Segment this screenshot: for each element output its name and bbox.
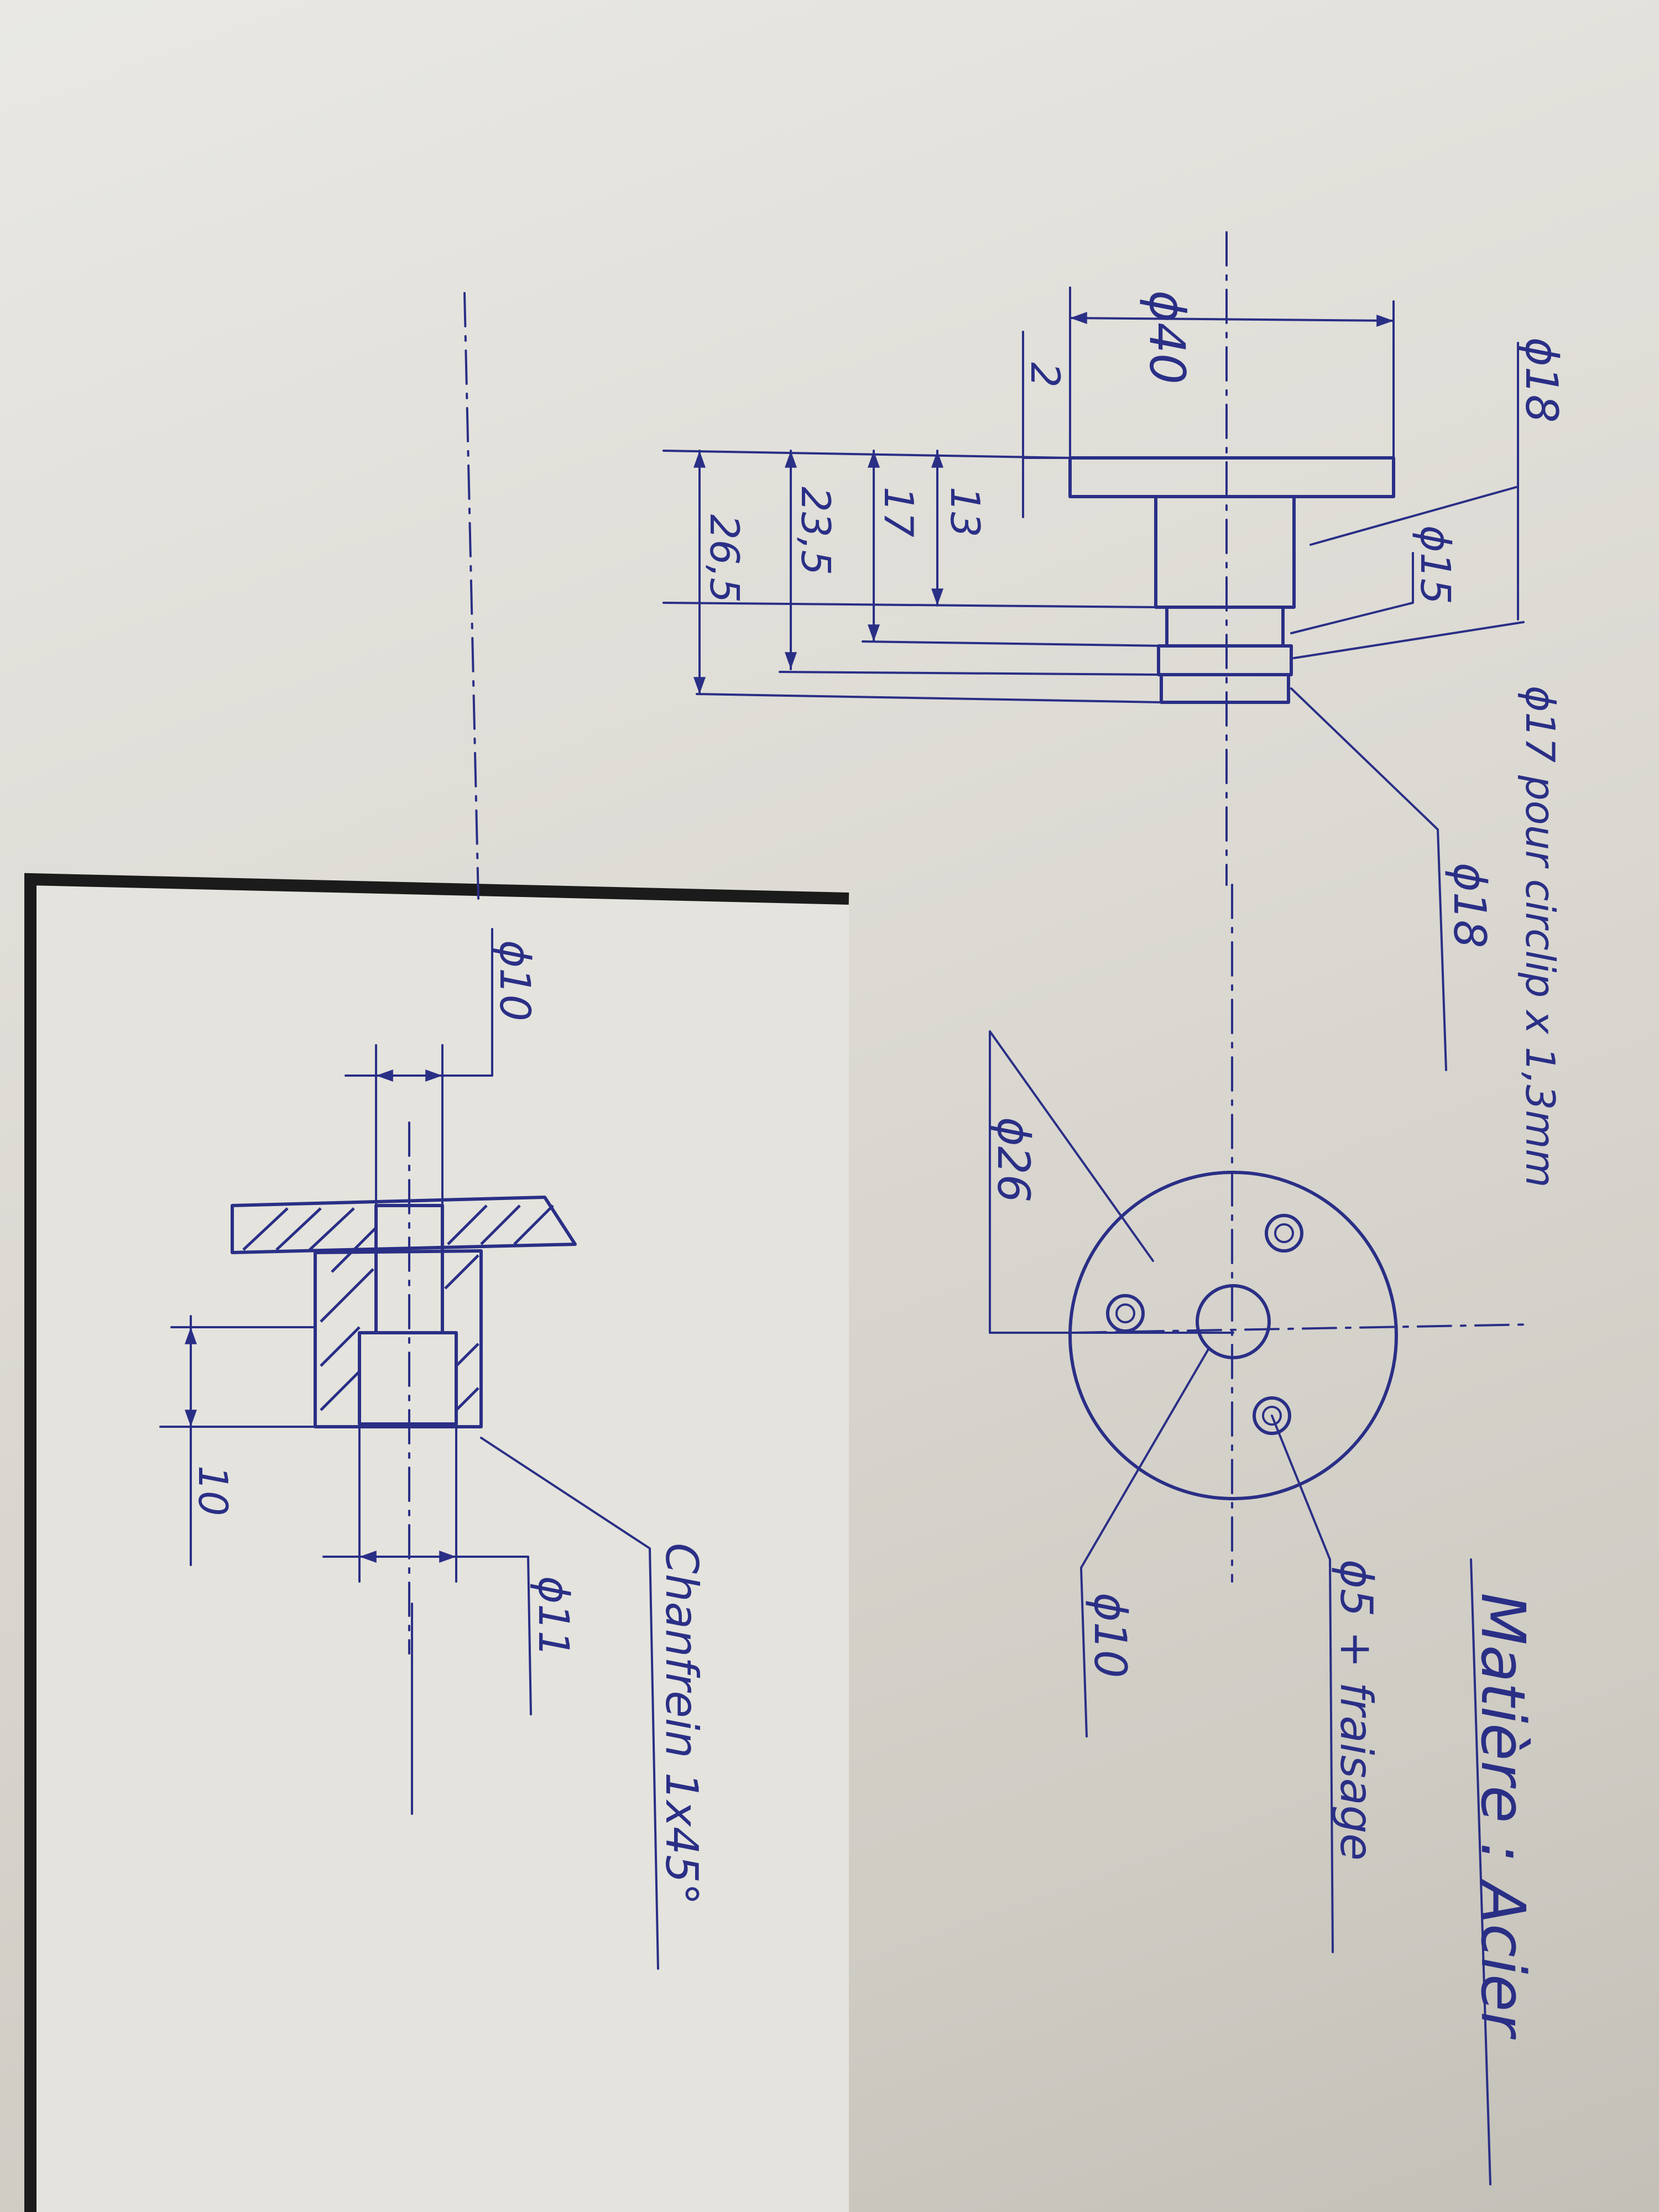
hole-3-inner [1115, 1303, 1135, 1323]
ext-line [779, 671, 1160, 676]
section-body [314, 1249, 483, 1428]
label-d10-section: ϕ10 [491, 940, 540, 1021]
arrowhead [425, 1070, 442, 1082]
label-d40: ϕ40 [1139, 290, 1196, 384]
underline-material [1470, 1558, 1491, 2185]
side-flange [1068, 456, 1395, 498]
end-view [989, 884, 1533, 2185]
arrowhead [1070, 312, 1087, 324]
label-dim-2: 2 [1022, 362, 1068, 388]
ext-line [862, 640, 1168, 647]
hole-2-inner [1262, 1406, 1282, 1426]
side-shoulder [1165, 606, 1285, 648]
dim-line-d10 [345, 928, 493, 1077]
hole-3 [1106, 1294, 1145, 1333]
arrowhead [785, 652, 797, 669]
section-flange [231, 1196, 577, 1254]
arrowhead [439, 1551, 456, 1563]
label-d18-bottom: ϕ18 [1444, 863, 1495, 948]
leader-circlip [1293, 621, 1525, 659]
section-bore-11 [358, 1331, 458, 1426]
arrowhead [1376, 315, 1394, 327]
end-center-bore [1196, 1284, 1271, 1359]
ext-line [662, 450, 1071, 459]
arrowhead [868, 624, 880, 641]
label-circlip: ϕ17 pour circlip x 1,3mm [1517, 686, 1563, 1188]
arrowhead [868, 451, 880, 468]
side-hub [1154, 495, 1296, 609]
dim-line-d40 [1069, 317, 1395, 322]
label-dim-23-5: 23,5 [792, 487, 839, 575]
label-dim-17: 17 [875, 487, 922, 538]
side-groove [1157, 644, 1293, 676]
label-d18-top: ϕ18 [1516, 337, 1567, 423]
label-dim-10: 10 [190, 1465, 236, 1516]
stray-axis [463, 292, 479, 900]
hatching [242, 1204, 554, 1411]
side-view [662, 231, 1525, 1071]
arrowhead [693, 451, 706, 468]
hole-1-inner [1274, 1223, 1294, 1243]
hole-1 [1265, 1214, 1303, 1253]
arrowhead [185, 1410, 197, 1427]
ext-line [696, 693, 1162, 703]
label-d11: ϕ11 [529, 1576, 578, 1657]
second-sheet [30, 882, 849, 2212]
leader-d5 [1271, 1415, 1334, 1953]
leader-d10 [1080, 1348, 1209, 1738]
dim-line-d11 [322, 1556, 532, 1715]
arrowhead [693, 677, 706, 694]
arrowhead [359, 1551, 377, 1563]
label-dim-13: 13 [942, 487, 988, 538]
label-material: Matière : Acier [1468, 1593, 1538, 2040]
label-dim-26-5: 26,5 [701, 514, 748, 603]
arrowhead [185, 1327, 197, 1344]
leader-d15 [1290, 552, 1414, 634]
label-holes: ϕ5 + fraisage [1331, 1559, 1382, 1861]
arrowhead [931, 451, 943, 468]
label-d10-end: ϕ10 [1084, 1593, 1136, 1678]
label-d15: ϕ15 [1411, 525, 1459, 604]
end-outer-circle [1068, 1171, 1398, 1500]
arrowhead [785, 451, 797, 468]
arrowhead [931, 588, 943, 606]
section-view [159, 928, 659, 1970]
leader-d26 [989, 1030, 1234, 1334]
arrowhead [376, 1070, 393, 1082]
leader-chamfer [480, 1437, 659, 1970]
label-chamfer: Chanfrein 1x45° [656, 1543, 707, 1905]
ext-line [662, 602, 1157, 608]
end-axis-h [1072, 1323, 1533, 1334]
leader-d18b [1290, 687, 1447, 1071]
label-d26: ϕ26 [988, 1117, 1039, 1203]
second-sheet-edge [24, 873, 849, 2212]
hole-2 [1253, 1396, 1291, 1435]
side-end [1160, 673, 1290, 704]
